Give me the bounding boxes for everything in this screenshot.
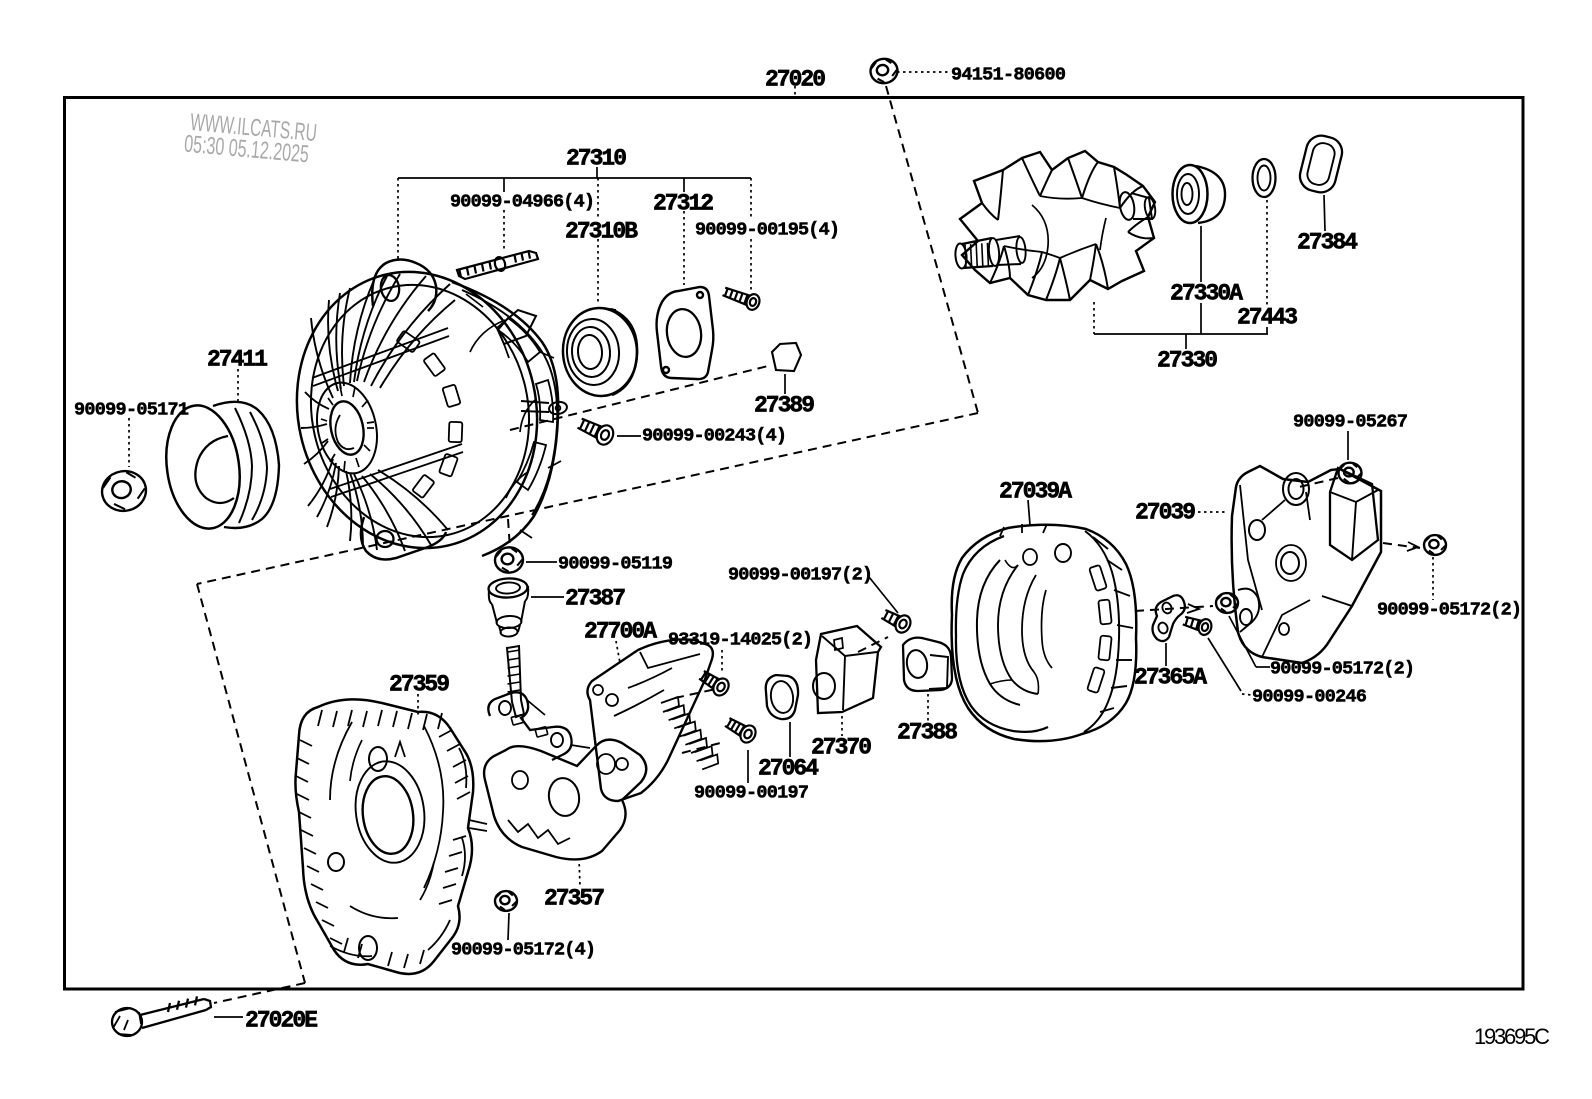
svg-text:27330A: 27330A xyxy=(1170,281,1243,307)
svg-text:27020: 27020 xyxy=(765,67,826,93)
svg-text:27370: 27370 xyxy=(811,735,872,761)
svg-text:27389: 27389 xyxy=(754,393,815,419)
svg-text:90099-05119: 90099-05119 xyxy=(558,553,673,574)
svg-text:90099-00246: 90099-00246 xyxy=(1252,686,1367,707)
svg-text:27064: 27064 xyxy=(758,756,819,782)
svg-text:27330: 27330 xyxy=(1157,348,1218,374)
svg-text:193695C: 193695C xyxy=(1474,1024,1550,1049)
svg-text:27443: 27443 xyxy=(1237,305,1298,331)
svg-text:90099-05172(2): 90099-05172(2) xyxy=(1270,658,1415,679)
svg-text:94151-80600: 94151-80600 xyxy=(951,64,1066,85)
svg-text:27310B: 27310B xyxy=(565,219,638,245)
svg-text:27020E: 27020E xyxy=(245,1008,318,1034)
svg-text:90099-00197: 90099-00197 xyxy=(694,782,809,803)
svg-text:90099-00243(4): 90099-00243(4) xyxy=(642,425,787,446)
svg-text:90099-05171: 90099-05171 xyxy=(74,399,189,420)
svg-text:27387: 27387 xyxy=(565,586,626,612)
svg-text:90099-04966(4): 90099-04966(4) xyxy=(450,191,595,212)
svg-text:27384: 27384 xyxy=(1297,230,1358,256)
svg-text:27357: 27357 xyxy=(544,886,605,912)
svg-text:90099-05172(2): 90099-05172(2) xyxy=(1377,599,1522,620)
svg-text:27388: 27388 xyxy=(897,720,958,746)
svg-text:90099-00195(4): 90099-00195(4) xyxy=(695,219,840,240)
svg-text:27359: 27359 xyxy=(389,672,450,698)
svg-text:27310: 27310 xyxy=(566,146,627,172)
svg-text:90099-00197(2): 90099-00197(2) xyxy=(728,564,873,585)
svg-text:90099-05267: 90099-05267 xyxy=(1293,411,1408,432)
svg-text:27700A: 27700A xyxy=(584,619,657,645)
svg-text:27411: 27411 xyxy=(207,347,268,373)
svg-text:27365A: 27365A xyxy=(1134,665,1207,691)
svg-text:90099-05172(4): 90099-05172(4) xyxy=(451,939,596,960)
svg-text:27039A: 27039A xyxy=(999,479,1072,505)
svg-text:27039: 27039 xyxy=(1135,500,1196,526)
svg-text:93319-14025(2): 93319-14025(2) xyxy=(668,629,813,650)
